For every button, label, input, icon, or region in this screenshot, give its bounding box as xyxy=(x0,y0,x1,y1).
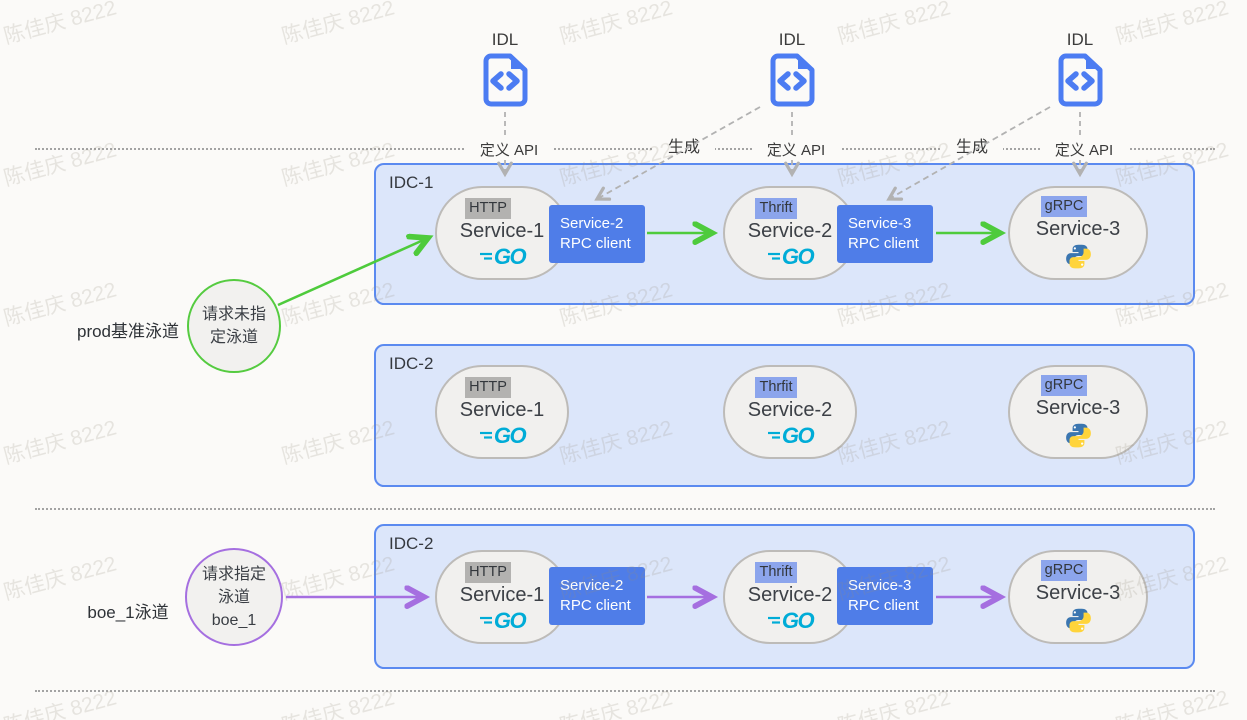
go-speed-lines-icon xyxy=(479,616,492,624)
idl-file-1: IDL xyxy=(460,30,550,112)
protocol-tag: Thrift xyxy=(755,561,797,583)
rpc-client-line: Service-2 xyxy=(560,215,624,232)
idl-file-icon xyxy=(483,53,528,107)
separator-line-middle xyxy=(35,508,1215,510)
go-speed-lines-icon xyxy=(767,431,780,439)
service-node-idc2bot-service3: gRPC Service-3 xyxy=(1008,550,1148,644)
service-name: Service-2 xyxy=(747,583,833,606)
service-name: Service-2 xyxy=(747,219,833,242)
python-logo xyxy=(1065,244,1091,269)
idl-file-icon xyxy=(1058,53,1103,107)
go-speed-lines-icon xyxy=(479,252,492,260)
define-api-label: 定义 API xyxy=(752,139,840,160)
service-name: Service-1 xyxy=(459,398,545,421)
watermark: 陈佳庆 8222 xyxy=(557,0,675,49)
protocol-tag: HTTP xyxy=(465,376,511,398)
go-logo: GO xyxy=(767,245,815,269)
generate-label: 生成 xyxy=(653,133,715,157)
lane-label-prod: prod基准泳道 xyxy=(76,322,180,341)
lane-label-boe: boe_1泳道 xyxy=(87,603,169,622)
rpc-client-line: RPC client xyxy=(560,235,631,252)
service-node-idc1-service3: gRPC Service-3 xyxy=(1008,186,1148,280)
service-name: Service-3 xyxy=(1035,397,1121,419)
idl-file-icon xyxy=(770,53,815,107)
python-logo xyxy=(1065,608,1091,633)
service-node-idc1-service1: HTTP Service-1 GO xyxy=(435,186,569,280)
watermark: 陈佳庆 8222 xyxy=(835,0,953,49)
separator-line-top xyxy=(35,148,1215,150)
protocol-tag: gRPC xyxy=(1040,375,1088,396)
rpc-client-line: RPC client xyxy=(848,235,919,252)
request-text-line: 泳道 xyxy=(217,588,250,606)
idl-title: IDL xyxy=(1066,30,1094,49)
go-logo: GO xyxy=(767,424,815,448)
go-speed-lines-icon xyxy=(767,252,780,260)
protocol-tag: gRPC xyxy=(1040,196,1088,217)
define-api-label: 定义 API xyxy=(1040,139,1128,160)
request-text-line: 请求指定 xyxy=(201,565,266,583)
watermark: 陈佳庆 8222 xyxy=(1113,0,1231,49)
request-circle-prod: 请求未指 定泳道 xyxy=(187,279,281,373)
service-node-idc2bot-service2: Thrift Service-2 GO xyxy=(723,550,857,644)
request-text-line: 请求未指 xyxy=(201,306,266,323)
service-node-idc1-service2: Thrift Service-2 GO xyxy=(723,186,857,280)
watermark: 陈佳庆 8222 xyxy=(279,686,397,720)
service-name: Service-1 xyxy=(459,583,545,606)
watermark: 陈佳庆 8222 xyxy=(835,686,953,720)
service-name: Service-2 xyxy=(747,398,833,421)
python-logo xyxy=(1065,423,1091,448)
service-node-idc2bot-service1: HTTP Service-1 GO xyxy=(435,550,569,644)
watermark: 陈佳庆 8222 xyxy=(557,686,675,720)
request-text-line: boe_1 xyxy=(211,611,257,629)
go-logo: GO xyxy=(479,609,527,633)
generate-label: 生成 xyxy=(941,133,1003,157)
service-node-idc2mid-service1: HTTP Service-1 GO xyxy=(435,365,569,459)
idc-name: IDC-2 xyxy=(389,354,434,373)
rpc-client-line: RPC client xyxy=(560,597,631,614)
protocol-tag: Thrfit xyxy=(755,376,797,398)
idc-name: IDC-2 xyxy=(389,534,434,553)
watermark: 陈佳庆 8222 xyxy=(1,0,119,49)
protocol-tag: HTTP xyxy=(465,197,511,219)
idl-file-3: IDL xyxy=(1035,30,1125,112)
service-name: Service-1 xyxy=(459,219,545,242)
rpc-client-line: RPC client xyxy=(848,597,919,614)
rpc-client-box-service3-boe: Service-3 RPC client xyxy=(837,567,933,625)
rpc-client-line: Service-3 xyxy=(848,577,912,594)
watermark: 陈佳庆 8222 xyxy=(1,686,119,720)
protocol-tag: Thrift xyxy=(755,197,797,219)
protocol-tag: HTTP xyxy=(465,561,511,583)
watermark: 陈佳庆 8222 xyxy=(1113,686,1231,720)
rpc-client-line: Service-3 xyxy=(848,215,912,232)
service-node-idc2mid-service2: Thrfit Service-2 GO xyxy=(723,365,857,459)
go-speed-lines-icon xyxy=(479,431,492,439)
go-speed-lines-icon xyxy=(767,616,780,624)
define-api-label: 定义 API xyxy=(465,139,553,160)
idl-title: IDL xyxy=(778,30,806,49)
go-logo: GO xyxy=(767,609,815,633)
go-logo: GO xyxy=(479,424,527,448)
rpc-client-box-service2-boe: Service-2 RPC client xyxy=(549,567,645,625)
watermark: 陈佳庆 8222 xyxy=(1,416,119,469)
service-name: Service-3 xyxy=(1035,582,1121,604)
request-circle-boe: 请求指定 泳道 boe_1 xyxy=(185,548,283,646)
rpc-client-line: Service-2 xyxy=(560,577,624,594)
separator-line-bottom xyxy=(35,690,1215,692)
idc-name: IDC-1 xyxy=(389,173,434,192)
idl-title: IDL xyxy=(491,30,519,49)
rpc-client-box-service3: Service-3 RPC client xyxy=(837,205,933,263)
watermark: 陈佳庆 8222 xyxy=(279,0,397,49)
rpc-client-box-service2: Service-2 RPC client xyxy=(549,205,645,263)
watermark: 陈佳庆 8222 xyxy=(1,138,119,191)
service-name: Service-3 xyxy=(1035,218,1121,240)
idl-file-2: IDL xyxy=(747,30,837,112)
request-text-line: 定泳道 xyxy=(209,329,258,346)
protocol-tag: gRPC xyxy=(1040,560,1088,581)
go-logo: GO xyxy=(479,245,527,269)
service-node-idc2mid-service3: gRPC Service-3 xyxy=(1008,365,1148,459)
